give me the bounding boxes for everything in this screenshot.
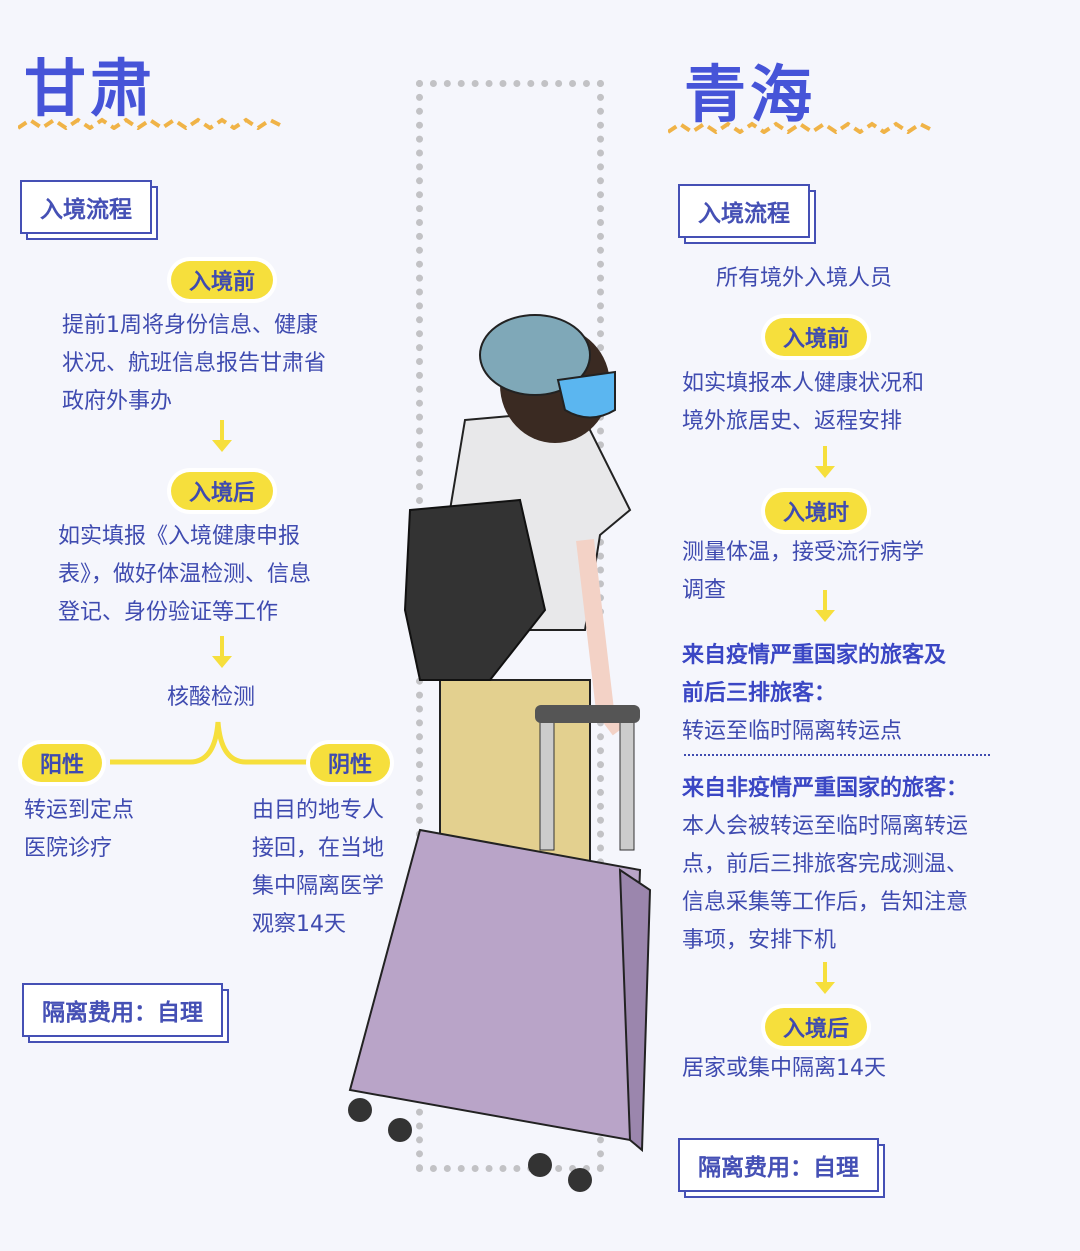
severe-heading: 前后三排旅客：	[682, 681, 837, 706]
right-step-tag-after: 入境后	[765, 1008, 868, 1046]
text-line: 政府外事办	[62, 389, 173, 414]
right-step-tag-during: 入境时	[765, 492, 868, 530]
branch-connector	[110, 721, 330, 765]
right-nonsevere-block: 来自非疫情严重国家的旅客： 本人会被转运至临时隔离转运 点，前后三排旅客完成测温…	[682, 770, 968, 960]
text-line: 表》，做好体温检测、信息	[58, 562, 312, 587]
text-line: 提前1周将身份信息、健康	[62, 313, 318, 338]
text-line: 接回，在当地	[252, 836, 385, 861]
text-line: 由目的地专人	[252, 798, 385, 823]
text-line: 调查	[682, 578, 727, 603]
left-negative-text: 由目的地专人 接回，在当地 集中隔离医学 观察14天	[252, 792, 384, 944]
suitcase	[348, 705, 652, 1192]
left-step-text-before: 提前1周将身份信息、健康 状况、航班信息报告甘肃省 政府外事办	[62, 307, 326, 421]
left-positive-text: 转运到定点 医院诊疗	[24, 792, 134, 868]
text-line: 境外旅居史、返程安排	[682, 409, 903, 434]
left-step-text-after: 如实填报《入境健康申报 表》，做好体温检测、信息 登记、身份验证等工作	[58, 518, 311, 632]
text-line: 本人会被转运至临时隔离转运	[682, 814, 969, 839]
nonsevere-heading: 来自非疫情严重国家的旅客：	[682, 776, 969, 801]
text-line: 观察14天	[252, 912, 346, 937]
text-line: 点，前后三排旅客完成测温、	[682, 852, 969, 877]
text-line: 转运至临时隔离转运点	[682, 719, 903, 744]
traveler-figure	[403, 314, 632, 881]
right-after-text: 居家或集中隔离14天	[682, 1056, 886, 1081]
text-line: 如实填报《入境健康申报	[58, 524, 301, 549]
text-line: 如实填报本人健康状况和	[682, 371, 925, 396]
text-line: 测量体温，接受流行病学	[682, 540, 925, 565]
left-negative-tag: 阴性	[310, 744, 391, 782]
left-positive-tag: 阳性	[22, 744, 103, 782]
text-line: 集中隔离医学	[252, 874, 385, 899]
right-step-text-before: 如实填报本人健康状况和 境外旅居史、返程安排	[682, 365, 924, 441]
dotted-divider	[684, 754, 990, 756]
right-severe-block: 来自疫情严重国家的旅客及 前后三排旅客： 转运至临时隔离转运点	[682, 637, 946, 751]
traveler-illustration	[348, 314, 652, 1192]
right-cost-label: 隔离费用：自理	[678, 1138, 879, 1192]
text-line: 医院诊疗	[24, 836, 113, 861]
text-line: 登记、身份验证等工作	[58, 600, 279, 625]
text-line: 状况、航班信息报告甘肃省	[62, 351, 327, 376]
left-test-label: 核酸检测	[167, 685, 256, 710]
right-section-label: 入境流程	[678, 184, 810, 238]
text-line: 事项，安排下机	[682, 928, 837, 953]
text-line: 信息采集等工作后，告知注意	[682, 890, 969, 915]
right-intro: 所有境外入境人员	[716, 266, 893, 291]
left-step-tag-after: 入境后	[171, 472, 274, 510]
severe-heading: 来自疫情严重国家的旅客及	[682, 643, 947, 668]
left-section-label: 入境流程	[20, 180, 152, 234]
left-step-tag-before: 入境前	[171, 261, 274, 299]
left-cost-label: 隔离费用：自理	[22, 983, 223, 1037]
left-title: 甘肃	[24, 52, 157, 125]
left-zigzag-decoration	[18, 117, 283, 130]
right-title: 青海	[684, 58, 817, 131]
right-step-tag-before: 入境前	[765, 318, 868, 356]
right-step-text-during: 测量体温，接受流行病学 调查	[682, 534, 924, 610]
right-zigzag-decoration	[668, 121, 933, 134]
text-line: 转运到定点	[24, 798, 135, 823]
